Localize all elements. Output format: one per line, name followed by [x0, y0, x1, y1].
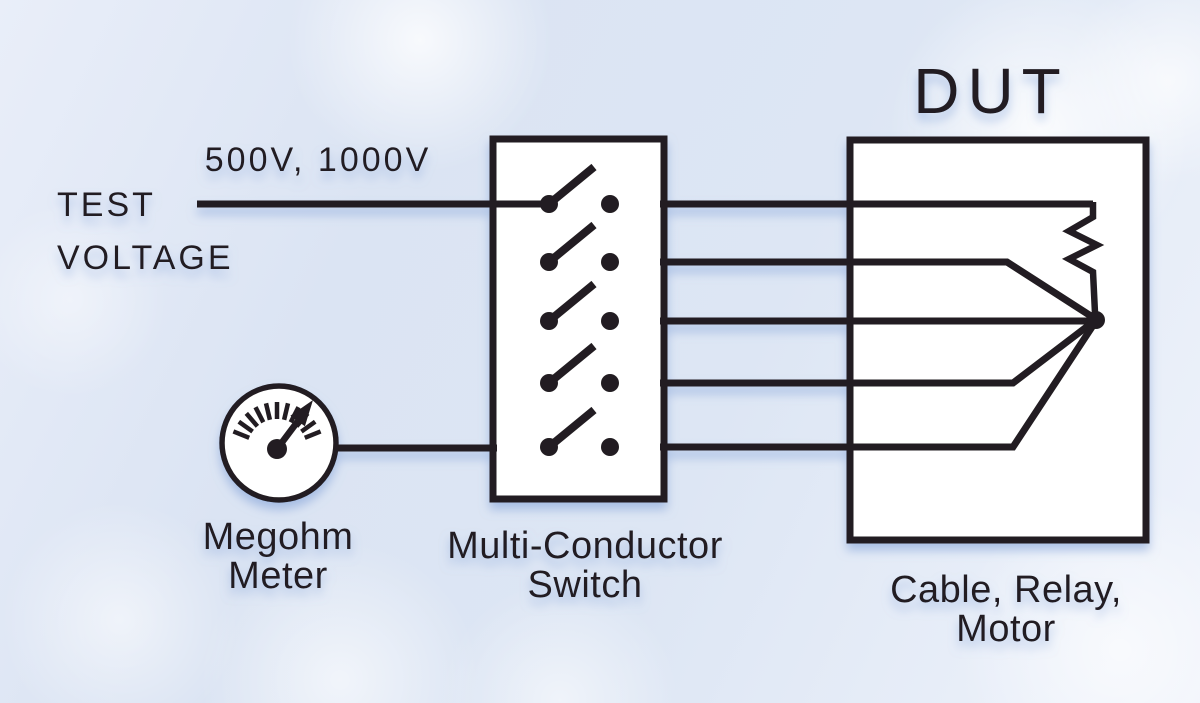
switch-2 — [540, 221, 619, 271]
switch-pole-dot — [540, 253, 558, 271]
conductor-wire-5 — [660, 322, 1097, 451]
switch-caption-line1: Multi-Conductor — [447, 525, 723, 567]
meter-caption-line1: Megohm — [203, 516, 354, 558]
switch-contact-dot — [601, 438, 619, 456]
switch-4 — [540, 342, 619, 392]
meter-caption-line2: Meter — [228, 555, 328, 597]
dut-caption-line2: Motor — [956, 608, 1056, 650]
dut-caption-line1: Cable, Relay, — [890, 569, 1122, 611]
switch-pole-dot — [540, 195, 558, 213]
dut-box — [846, 136, 1150, 544]
meter-pivot — [267, 439, 287, 459]
megohm-meter — [219, 383, 339, 503]
switch-caption-line2: Switch — [528, 564, 643, 606]
switch-arm — [546, 280, 597, 325]
switch-arm — [546, 163, 597, 208]
switch-3 — [540, 280, 619, 330]
switch-contact-dot — [601, 374, 619, 392]
test-voltage-label-line2: VOLTAGE — [57, 239, 234, 277]
conductor-wire-4 — [660, 319, 1096, 387]
switch-arm — [546, 406, 597, 451]
resistor-symbol — [1061, 202, 1105, 314]
switch-arm — [546, 342, 597, 387]
switch-pole-dot — [540, 374, 558, 392]
switch-contact-dot — [601, 253, 619, 271]
switch-1 — [540, 163, 619, 213]
conductor-wire-2 — [660, 258, 1096, 321]
switch-contact-dot — [601, 195, 619, 213]
multi-conductor-switch-box — [489, 135, 668, 503]
switch-5 — [540, 406, 619, 456]
test-voltage-label-line1: TEST — [57, 186, 156, 224]
junction-dot — [1087, 311, 1105, 329]
switch-pole-dot — [540, 438, 558, 456]
switch-pole-dot — [540, 312, 558, 330]
meter-needle-arrowhead — [290, 400, 313, 427]
switch-contact-dot — [601, 312, 619, 330]
dut-title: DUT — [913, 55, 1069, 127]
voltage-values-label: 500V, 1000V — [205, 141, 432, 179]
switch-arm — [546, 221, 597, 266]
